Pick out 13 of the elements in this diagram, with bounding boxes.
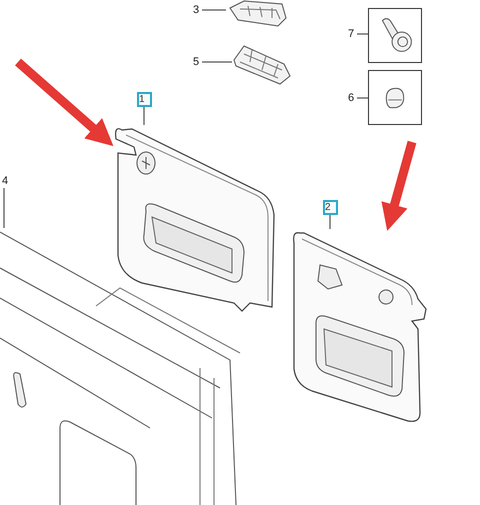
callout-number: 5 [190,55,202,69]
callout-number: 6 [345,91,357,105]
arrow [15,58,114,146]
callout-number: 1 [137,92,152,107]
part-inset-frame [368,70,422,125]
callout-number: 4 [0,174,10,188]
callout-number: 2 [323,200,338,215]
part-drawing [112,125,277,310]
part-inset-frame [368,8,422,63]
callout-number: 7 [345,27,357,41]
arrow [381,140,416,231]
callout-number: 3 [190,3,202,17]
part-drawing [232,44,292,86]
